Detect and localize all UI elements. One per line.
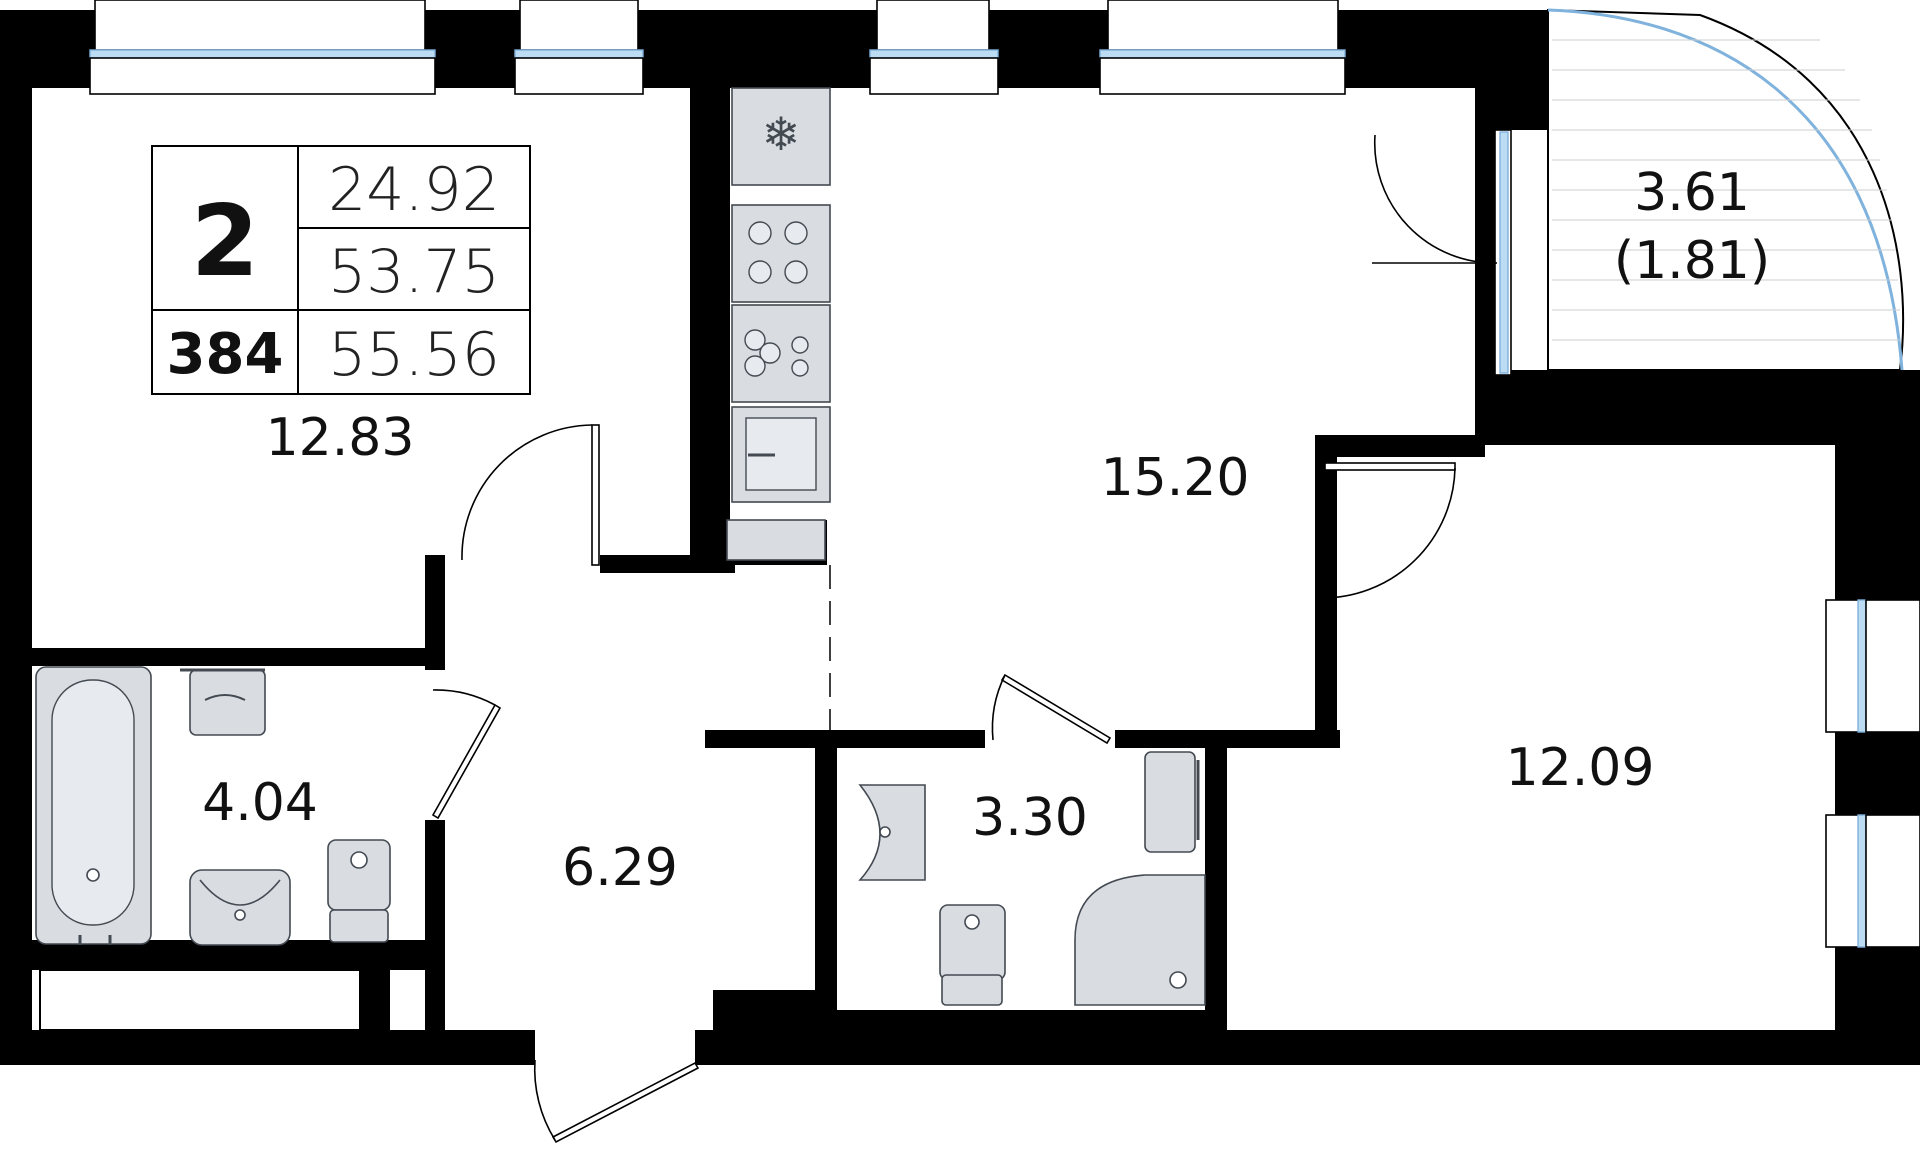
window-top-4 <box>1099 0 1346 95</box>
hallway-area: 6.29 <box>562 838 678 898</box>
snowflake-icon: ❄ <box>762 108 801 160</box>
balcony-decking <box>1552 39 1900 341</box>
door-bedroom <box>461 424 600 566</box>
bedroom-2-area: 12.09 <box>1506 738 1655 798</box>
door-kitchen-bedroom2 <box>1319 462 1456 599</box>
kitchen-units: ❄ <box>726 87 831 561</box>
window-right-2 <box>1825 814 1920 948</box>
shower-fixtures <box>858 751 1206 1006</box>
window-right-1 <box>1825 599 1920 733</box>
window-top-3 <box>869 0 999 95</box>
room-count: 2 <box>191 185 259 299</box>
kitchen-living-area: 15.20 <box>1101 448 1250 508</box>
window-top-1 <box>89 0 436 95</box>
balcony-door-glass <box>1494 129 1512 376</box>
balcony <box>1547 8 1905 371</box>
info-box: 2 24.92 53.75 384 55.56 <box>151 145 531 395</box>
door-balcony <box>1372 134 1498 264</box>
bathroom-fixtures <box>35 666 391 1031</box>
bathroom-area: 4.04 <box>202 773 318 833</box>
door-shower <box>991 673 1112 745</box>
bedroom-area: 12.83 <box>266 408 415 468</box>
shower-room-area: 3.30 <box>972 788 1088 848</box>
door-entrance <box>533 1059 700 1144</box>
living-area: 24.92 <box>328 155 500 225</box>
balcony-area: 3.61 <box>1634 163 1750 223</box>
balcony-reduced-area: (1.81) <box>1614 231 1770 291</box>
total-area: 53.75 <box>328 237 500 307</box>
total-area-with-balcony: 55.56 <box>328 320 500 390</box>
window-top-2 <box>514 0 644 95</box>
apartment-number: 384 <box>167 322 284 387</box>
door-bathroom <box>431 689 502 820</box>
